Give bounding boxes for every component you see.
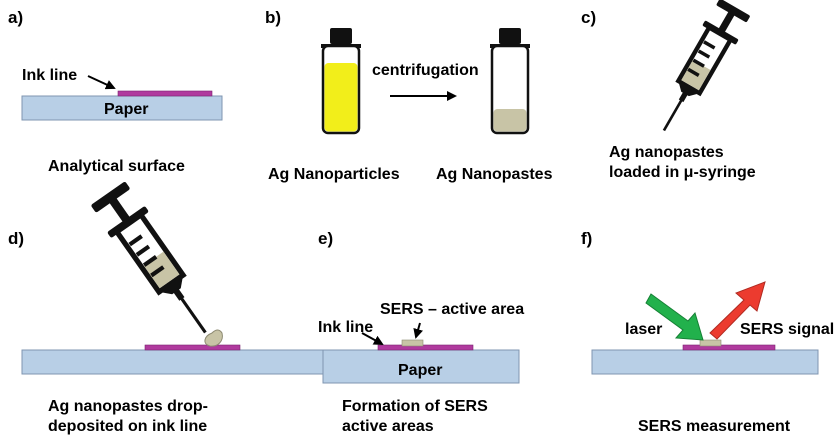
panel-c <box>647 0 752 140</box>
panel-f <box>591 281 819 375</box>
nanopaste-bottle <box>490 28 530 135</box>
panel-d-caption-line2: deposited on ink line <box>48 418 208 435</box>
panel-c-caption-line1: Ag nanopastes <box>609 144 724 161</box>
ink-line-pointer <box>361 332 384 345</box>
ink-line-label: Ink line <box>22 67 78 84</box>
panel-d-caption-line1: Ag nanopastes drop- <box>48 398 209 415</box>
ink-line <box>682 344 776 351</box>
panel-e <box>322 322 520 384</box>
laser-label: laser <box>625 321 663 338</box>
paper-strip <box>591 349 819 375</box>
loaded-syringe <box>647 0 752 140</box>
ink-line <box>117 90 213 97</box>
panel-label-a: a) <box>8 8 24 27</box>
depositing-syringe <box>89 180 224 346</box>
sers-active-area <box>401 339 424 347</box>
ink-line <box>377 344 474 351</box>
paper-strip <box>21 95 223 121</box>
panel-label-c: c) <box>581 8 597 27</box>
panel-a <box>21 75 223 121</box>
ink-line-label: Ink line <box>318 319 374 336</box>
panel-label-b: b) <box>265 8 282 27</box>
panel-f-caption: SERS measurement <box>638 418 791 435</box>
panel-label-f: f) <box>581 229 593 248</box>
nanoparticle-bottle <box>321 28 361 135</box>
nanopaste-drop <box>204 329 223 347</box>
laser-arrow <box>645 293 704 341</box>
panel-e-caption-line1: Formation of SERS <box>342 398 488 415</box>
paper-label: Paper <box>398 362 443 379</box>
panel-c-caption-line2: loaded in μ-syringe <box>609 164 756 181</box>
ag-nanopastes-caption: Ag Nanopastes <box>436 166 553 183</box>
panel-label-d: d) <box>8 229 25 248</box>
paper-strip <box>21 349 348 375</box>
paper-label: Paper <box>104 101 149 118</box>
panel-label-e: e) <box>318 229 334 248</box>
ag-nanoparticles-caption: Ag Nanoparticles <box>268 166 400 183</box>
panel-b <box>321 28 530 135</box>
sers-signal-arrow <box>709 281 766 340</box>
panel-e-caption-line2: active areas <box>342 418 434 435</box>
ink-line-pointer <box>87 75 116 90</box>
panel-d <box>21 180 348 375</box>
panel-a-caption: Analytical surface <box>48 158 185 175</box>
ink-line <box>144 344 241 351</box>
active-area-pointer <box>413 322 424 339</box>
sers-active-area-label: SERS – active area <box>380 301 525 318</box>
sers-signal-label: SERS signal <box>740 321 835 338</box>
centrifugation-label: centrifugation <box>372 62 479 79</box>
sers-active-area <box>699 339 722 347</box>
